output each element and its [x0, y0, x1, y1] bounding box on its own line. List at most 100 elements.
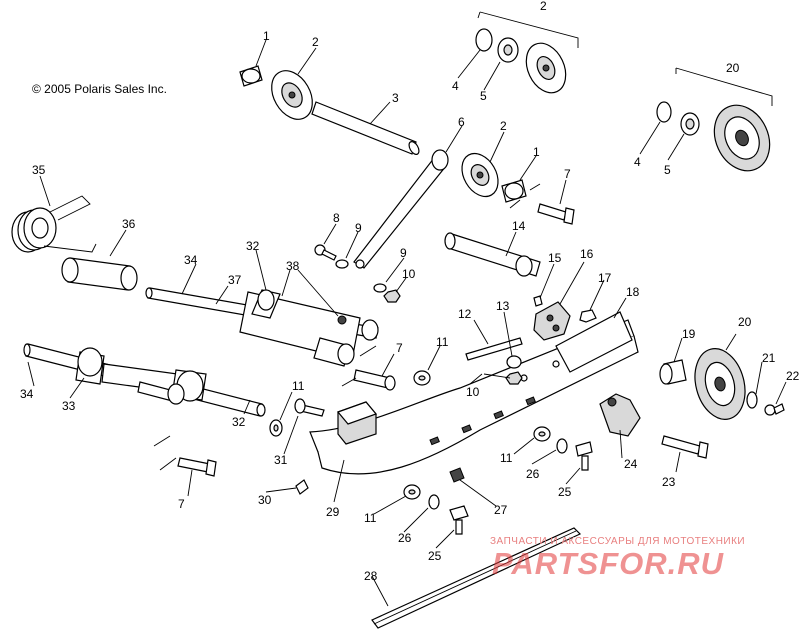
callout-2: 2	[312, 35, 319, 49]
callout-37: 37	[228, 273, 242, 287]
washer-13	[506, 355, 522, 369]
bolt-7-lower-left	[177, 457, 217, 477]
callout-29: 29	[326, 505, 340, 519]
nut-17	[579, 309, 597, 323]
callout-12: 12	[458, 307, 472, 321]
torque-arm-32	[239, 289, 379, 367]
callout-36: 36	[122, 217, 136, 231]
bracket-2-top	[477, 11, 579, 48]
callout-11: 11	[436, 335, 449, 349]
washer-26-right	[556, 438, 568, 454]
end-block-24	[599, 393, 641, 437]
callout-6: 6	[458, 115, 465, 129]
nut-27	[449, 467, 465, 483]
callout-21: 21	[762, 351, 776, 365]
washer-11-left	[269, 419, 283, 437]
callout-9: 9	[355, 221, 362, 235]
pin-12	[465, 337, 523, 361]
bolt-22	[764, 403, 785, 416]
callout-7: 7	[564, 167, 571, 181]
callout-8: 8	[333, 211, 340, 225]
washer-11-center	[413, 370, 431, 386]
callout-31: 31	[274, 453, 288, 467]
nut-10-top	[383, 289, 401, 303]
washer-9-a	[335, 259, 349, 269]
clip-30	[295, 479, 309, 495]
callout-10: 10	[466, 385, 480, 399]
callout-20: 20	[726, 61, 740, 75]
bushing-1-top	[239, 65, 263, 87]
callout-16: 16	[580, 247, 594, 261]
nut-10-bottom	[505, 371, 523, 385]
rear-arm-33	[75, 347, 207, 405]
callout-34: 34	[184, 253, 198, 267]
callout-20: 20	[738, 315, 752, 329]
copyright-notice: © 2005 Polaris Sales Inc.	[32, 82, 167, 96]
wear-strip-28	[371, 527, 582, 629]
callout-5: 5	[480, 89, 487, 103]
callout-23: 23	[662, 475, 676, 489]
washer-26-bottom	[428, 494, 440, 510]
callout-labels: 1 2 2 3 4 5 20 4 5 6 2 1 7 35 36 8 9 9 1…	[20, 0, 800, 583]
pin-15	[533, 295, 543, 307]
callout-24: 24	[624, 457, 638, 471]
callout-15: 15	[548, 251, 562, 265]
idler-wheel-2-top-left	[271, 70, 313, 120]
axle-3	[311, 101, 420, 155]
callout-1: 1	[263, 29, 270, 43]
idler-wheel-2-middle	[461, 152, 499, 198]
callout-4: 4	[452, 79, 459, 93]
callout-38: 38	[286, 259, 300, 273]
bearing-5-right	[680, 112, 700, 136]
bolt-8	[314, 244, 337, 261]
callout-32: 32	[246, 239, 260, 253]
callout-11: 11	[364, 511, 377, 525]
leader-lines	[27, 39, 787, 607]
callout-26: 26	[398, 531, 412, 545]
callout-1: 1	[533, 145, 540, 159]
callout-34: 34	[20, 387, 34, 401]
callout-11: 11	[292, 379, 305, 393]
circlip-4-top	[475, 28, 493, 52]
shaft-14	[444, 232, 541, 277]
idler-wheel-20-bottom	[694, 348, 746, 420]
callout-7: 7	[178, 497, 185, 511]
callout-14: 14	[512, 219, 526, 233]
washer-9-b	[373, 283, 387, 293]
callout-2: 2	[540, 0, 547, 13]
callout-2: 2	[500, 119, 507, 133]
callout-4: 4	[634, 155, 641, 169]
callout-33: 33	[62, 399, 76, 413]
callout-19: 19	[682, 327, 696, 341]
callout-5: 5	[664, 163, 671, 177]
spring-sleeve-36	[61, 257, 138, 291]
callout-11: 11	[500, 451, 513, 465]
callout-30: 30	[258, 493, 272, 507]
washer-11-right	[533, 426, 551, 442]
adjuster-block-16	[533, 301, 571, 341]
watermark-logo: PARTSFOR.RU	[492, 546, 725, 581]
bolt-31	[294, 398, 325, 417]
slider-block	[336, 401, 378, 445]
callout-7: 7	[396, 341, 403, 355]
link-arm-6	[353, 149, 449, 269]
bracket-20-top	[675, 67, 773, 106]
washer-21	[746, 391, 758, 409]
callout-9: 9	[400, 246, 407, 260]
callout-22: 22	[786, 369, 800, 383]
callout-3: 3	[392, 91, 399, 105]
callout-17: 17	[598, 271, 612, 285]
callout-25: 25	[558, 485, 572, 499]
callout-13: 13	[496, 299, 510, 313]
callout-32: 32	[232, 415, 246, 429]
bushing-1-middle	[501, 179, 527, 203]
bolt-7-middle	[353, 369, 396, 391]
watermark-tagline: ЗАПЧАСТИ И АКСЕССУАРЫ ДЛЯ МОТОТЕХНИКИ	[490, 536, 746, 547]
idler-wheel-20-top	[713, 104, 771, 172]
callout-26: 26	[526, 467, 540, 481]
bearing-5-top	[497, 37, 519, 63]
rail-bracket-18	[555, 311, 633, 373]
bolt-25-bottom	[449, 505, 469, 535]
